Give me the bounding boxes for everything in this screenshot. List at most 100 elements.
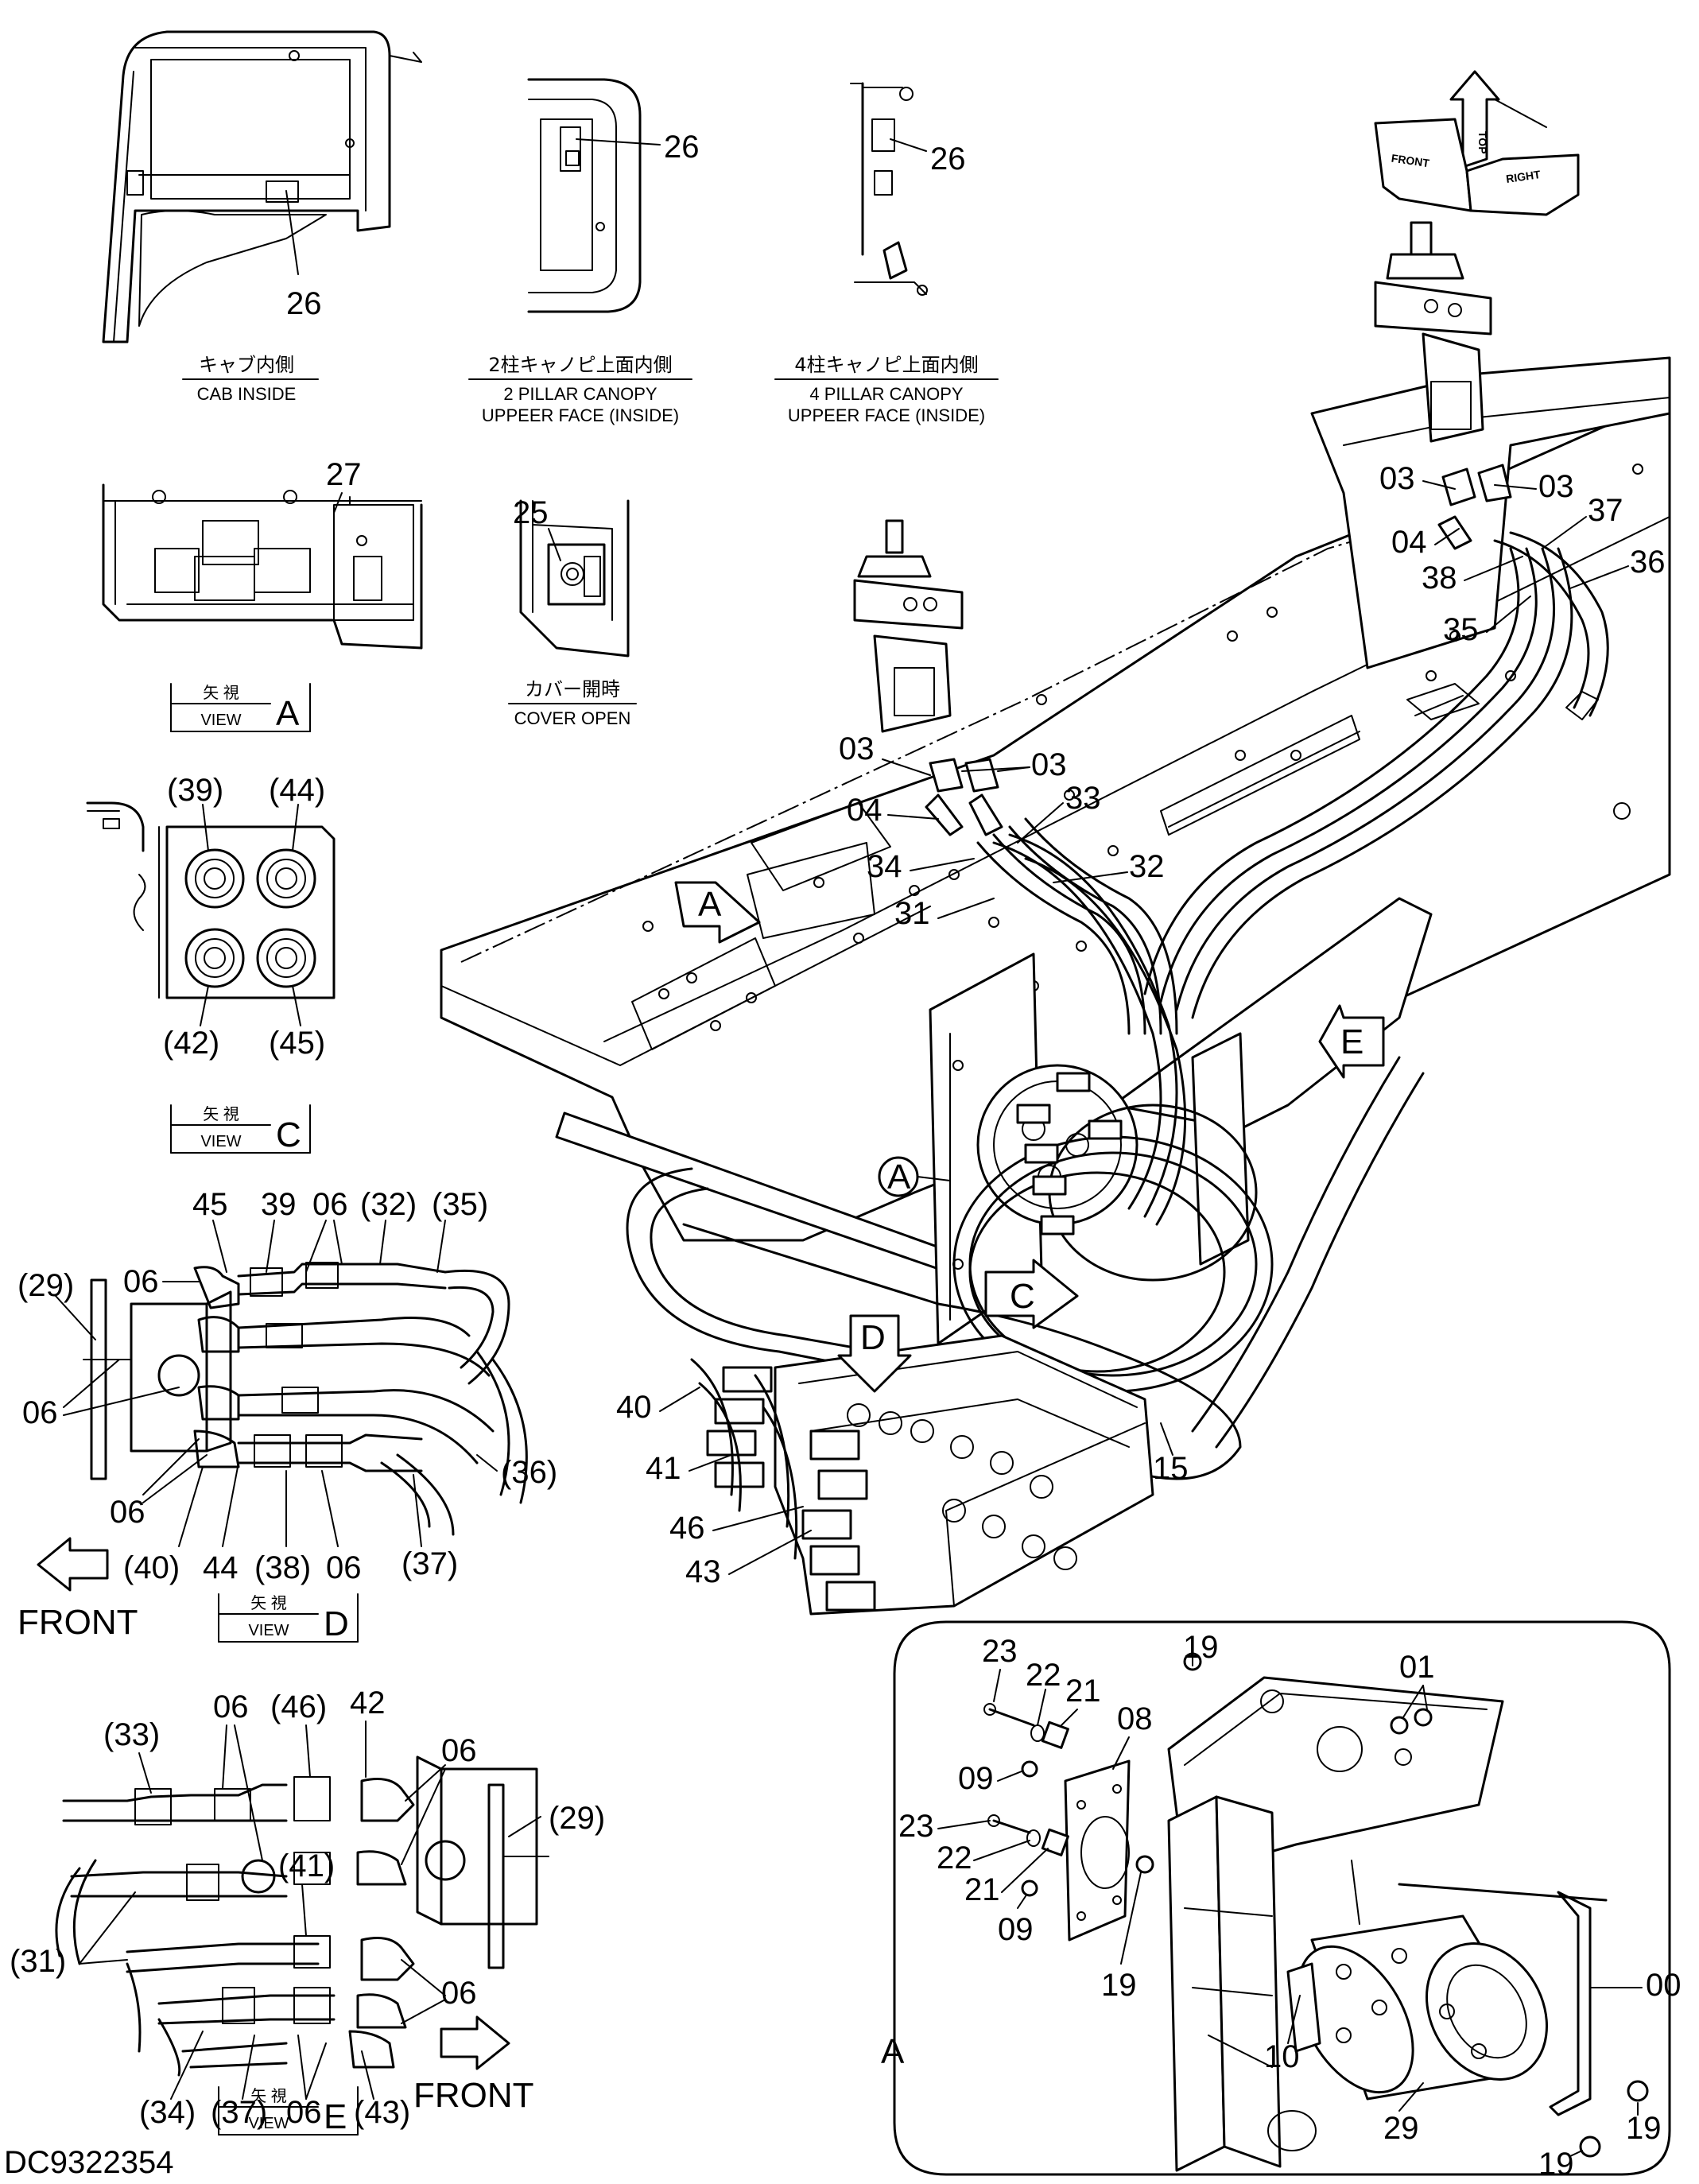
callout-42: (42): [163, 1026, 219, 1061]
callout-15: 15: [1153, 1451, 1189, 1486]
callout-22: 22: [937, 1841, 972, 1876]
cab-inside-drawing: 26 キャブ内側 CAB INSIDE: [102, 30, 422, 404]
cover-open-caption-en: COVER OPEN: [514, 708, 631, 728]
callout-06: 06: [22, 1395, 58, 1430]
callout-26: 26: [664, 130, 700, 165]
callout-00: 00: [1646, 1968, 1682, 2003]
callout-41: (41): [278, 1848, 335, 1883]
view-arrow-d-letter: D: [860, 1318, 886, 1357]
callout-36: 36: [1630, 545, 1666, 580]
callout-09: 09: [998, 1912, 1034, 1947]
view-arrow-a: A: [674, 881, 761, 944]
callout-29: 29: [1383, 2111, 1419, 2146]
view-arrow-e: E: [1318, 1004, 1385, 1079]
callout-43: 43: [685, 1554, 721, 1589]
callout-06: 06: [110, 1495, 145, 1530]
callout-23: 23: [898, 1809, 934, 1844]
cover-open-caption-jp: カバー開時: [525, 678, 620, 700]
callout-21: 21: [964, 1872, 1000, 1907]
callout-44: (44): [269, 773, 325, 808]
view-d-drawing: 45 39 06 (32) (35) (29) 06 06 (36) 06 (4…: [17, 1187, 557, 1585]
callout-46: (46): [270, 1689, 327, 1724]
callout-42: 42: [350, 1686, 386, 1720]
callout-03: 03: [839, 731, 875, 766]
callout-04: 04: [847, 793, 882, 828]
canopy4-caption-en1: 4 PILLAR CANOPY: [809, 384, 964, 404]
callout-29: (29): [549, 1801, 605, 1836]
callout-39: 39: [261, 1187, 297, 1222]
callout-23: 23: [982, 1634, 1018, 1669]
callout-32: (32): [360, 1187, 417, 1222]
callout-37: (37): [211, 2095, 267, 2130]
callout-06: 06: [213, 1689, 249, 1724]
front-arrow-right: FRONT: [413, 2015, 534, 2115]
callout-38: 38: [1422, 561, 1457, 595]
callout-06: 06: [286, 2095, 322, 2130]
canopy4-caption-en2: UPPEER FACE (INSIDE): [788, 405, 985, 425]
callout-31: (31): [10, 1944, 66, 1979]
callout-22: 22: [1026, 1658, 1061, 1693]
callout-03: 03: [1031, 747, 1067, 782]
front-label: FRONT: [17, 1603, 138, 1642]
canopy2-drawing: 26 2柱キャノピ上面内側 2 PILLAR CANOPY UPPEER FAC…: [468, 78, 700, 425]
view-box-e: 矢 視 VIEW E: [218, 2086, 359, 2136]
callout-08: 08: [1117, 1701, 1153, 1736]
view-c-drawing: (39) (44) (42) (45): [86, 773, 336, 1061]
callout-06: 06: [441, 1733, 477, 1768]
callout-06: 06: [312, 1187, 348, 1222]
view-arrow-a-letter: A: [698, 885, 722, 924]
callout-40: (40): [123, 1550, 180, 1585]
view-box-d: 矢 視 VIEW D: [218, 1593, 359, 1643]
callout-32: 32: [1129, 849, 1165, 884]
callout-21: 21: [1065, 1674, 1101, 1709]
front-arrow-left: FRONT: [17, 1537, 138, 1642]
view-marker-a-letter: A: [887, 1158, 911, 1197]
callout-19: 19: [1538, 2147, 1574, 2182]
cube-front-label: FRONT: [1391, 152, 1430, 170]
view-arrow-c-letter: C: [1010, 1277, 1035, 1316]
callout-09: 09: [958, 1761, 994, 1796]
callout-36: (36): [501, 1455, 557, 1490]
callout-25: 25: [513, 495, 549, 530]
callout-19: 19: [1183, 1630, 1219, 1665]
callout-26: 26: [930, 142, 966, 177]
callout-35: 35: [1443, 612, 1479, 647]
callout-33: (33): [103, 1717, 160, 1752]
callout-46: 46: [669, 1511, 705, 1546]
view-box-en: VIEW: [248, 2115, 289, 2132]
callout-43: (43): [354, 2095, 410, 2130]
orientation-cube: FRONT TOP RIGHT: [1374, 70, 1580, 216]
callout-04: 04: [1391, 525, 1427, 560]
detail-a-label: A: [881, 2032, 905, 2071]
callout-10: 10: [1264, 2039, 1300, 2074]
callout-03: 03: [1538, 469, 1574, 504]
view-box-en: VIEW: [248, 1622, 289, 1639]
view-e-drawing: (33) 06 (46) 42 06 (29) (41) (31) 06 (34…: [10, 1686, 605, 2130]
callout-34: 34: [867, 849, 902, 884]
pilot-valve-right: [1374, 221, 1492, 443]
valve-ports: [847, 1403, 1077, 1570]
view-box-jp: 矢 視: [250, 1594, 287, 1612]
callout-37: (37): [401, 1546, 458, 1581]
canopy2-caption-en2: UPPEER FACE (INSIDE): [482, 405, 679, 425]
callout-19: 19: [1626, 2111, 1662, 2146]
callout-34: (34): [139, 2095, 196, 2130]
callout-26: 26: [286, 286, 322, 321]
view-arrow-e-letter: E: [1340, 1022, 1363, 1061]
pilot-valve-left: [853, 519, 964, 733]
callout-29: (29): [17, 1268, 74, 1303]
detail-a: A: [881, 1620, 1682, 2182]
callout-37: 37: [1588, 493, 1623, 528]
port-44: [256, 848, 316, 909]
view-box-en: VIEW: [200, 1133, 241, 1150]
callout-31: 31: [894, 896, 930, 931]
callout-33: 33: [1065, 781, 1101, 816]
cover-open-drawing: 25 カバー開時 COVER OPEN: [508, 495, 637, 728]
callout-01: 01: [1399, 1650, 1435, 1685]
cab-inside-caption-en: CAB INSIDE: [197, 384, 297, 404]
view-box-jp: 矢 視: [250, 2087, 287, 2105]
callout-45: (45): [269, 1026, 325, 1061]
cube-right-label: RIGHT: [1505, 168, 1542, 185]
view-box-jp: 矢 視: [203, 1105, 239, 1123]
